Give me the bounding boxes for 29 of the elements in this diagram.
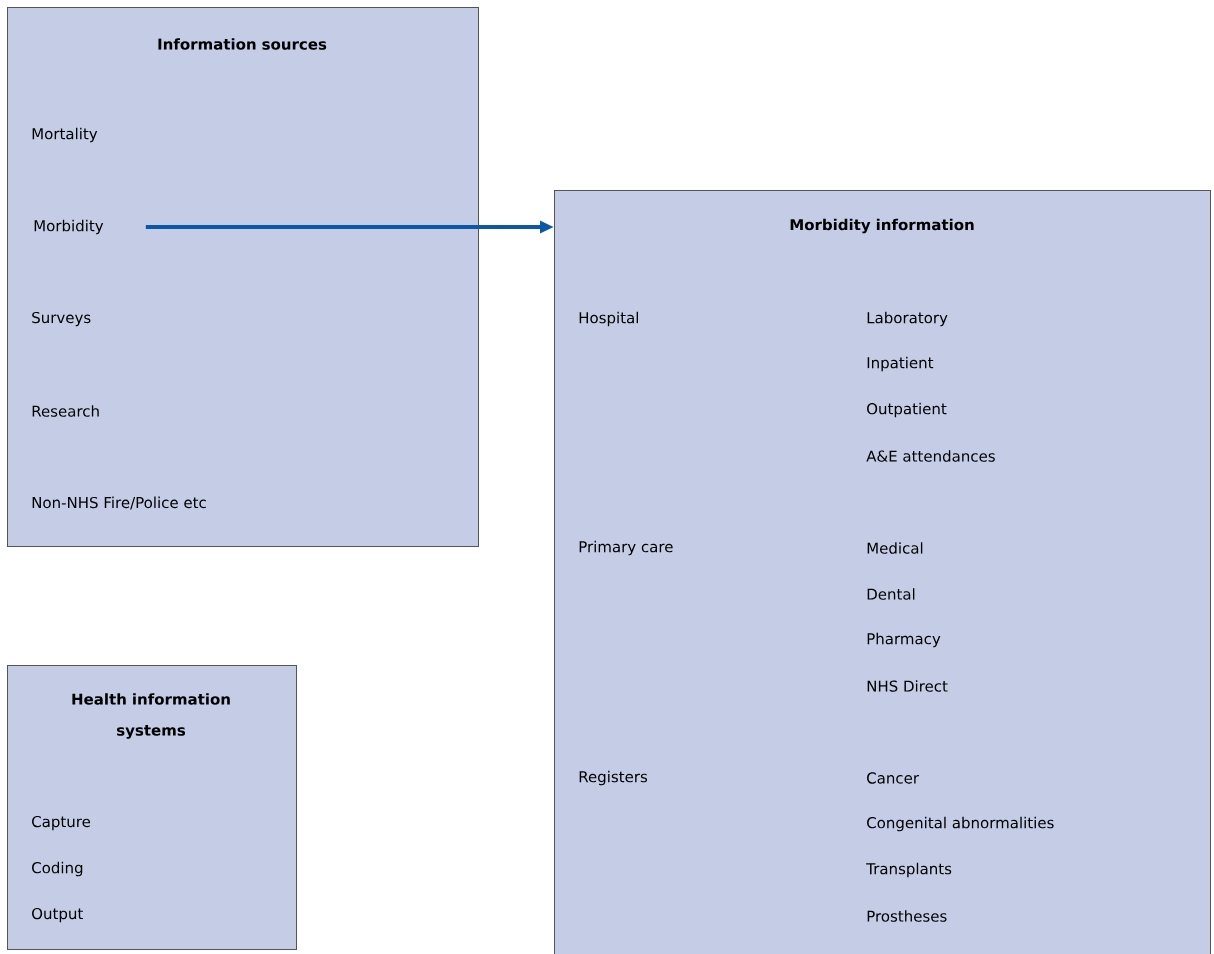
list-item: Outpatient bbox=[867, 402, 947, 418]
list-item: Morbidity bbox=[34, 219, 104, 235]
list-item: Cancer bbox=[867, 772, 920, 784]
list-item: Transplants bbox=[866, 862, 952, 878]
panel bbox=[7, 7, 479, 547]
list-item: Dental bbox=[867, 588, 915, 600]
list-item: Output bbox=[32, 907, 83, 923]
list-item: Coding bbox=[32, 861, 83, 877]
heading: Morbidity information bbox=[790, 218, 974, 234]
list-item: Surveys bbox=[32, 311, 91, 327]
list-item: Registers bbox=[579, 770, 648, 786]
list-item: Non-NHS Fire/Police etc bbox=[32, 496, 206, 510]
list-item: Primary care bbox=[579, 540, 673, 556]
heading: Health information systems bbox=[72, 693, 230, 739]
list-item: Capture bbox=[32, 815, 91, 831]
list-item: Pharmacy bbox=[867, 632, 941, 648]
list-item: Research bbox=[32, 405, 99, 417]
list-item: Congenital abnormalities bbox=[867, 816, 1054, 832]
list-item: Mortality bbox=[32, 127, 98, 143]
heading: Information sources bbox=[158, 38, 327, 50]
panel bbox=[7, 665, 297, 950]
list-item: Laboratory bbox=[867, 311, 948, 327]
list-item: Inpatient bbox=[867, 356, 934, 372]
list-item: NHS Direct bbox=[867, 680, 948, 692]
list-item: Medical bbox=[867, 542, 923, 554]
list-item: Prostheses bbox=[867, 910, 947, 922]
list-item: Hospital bbox=[579, 311, 638, 327]
list-item: A&E attendances bbox=[866, 450, 995, 462]
panel bbox=[554, 190, 1211, 954]
